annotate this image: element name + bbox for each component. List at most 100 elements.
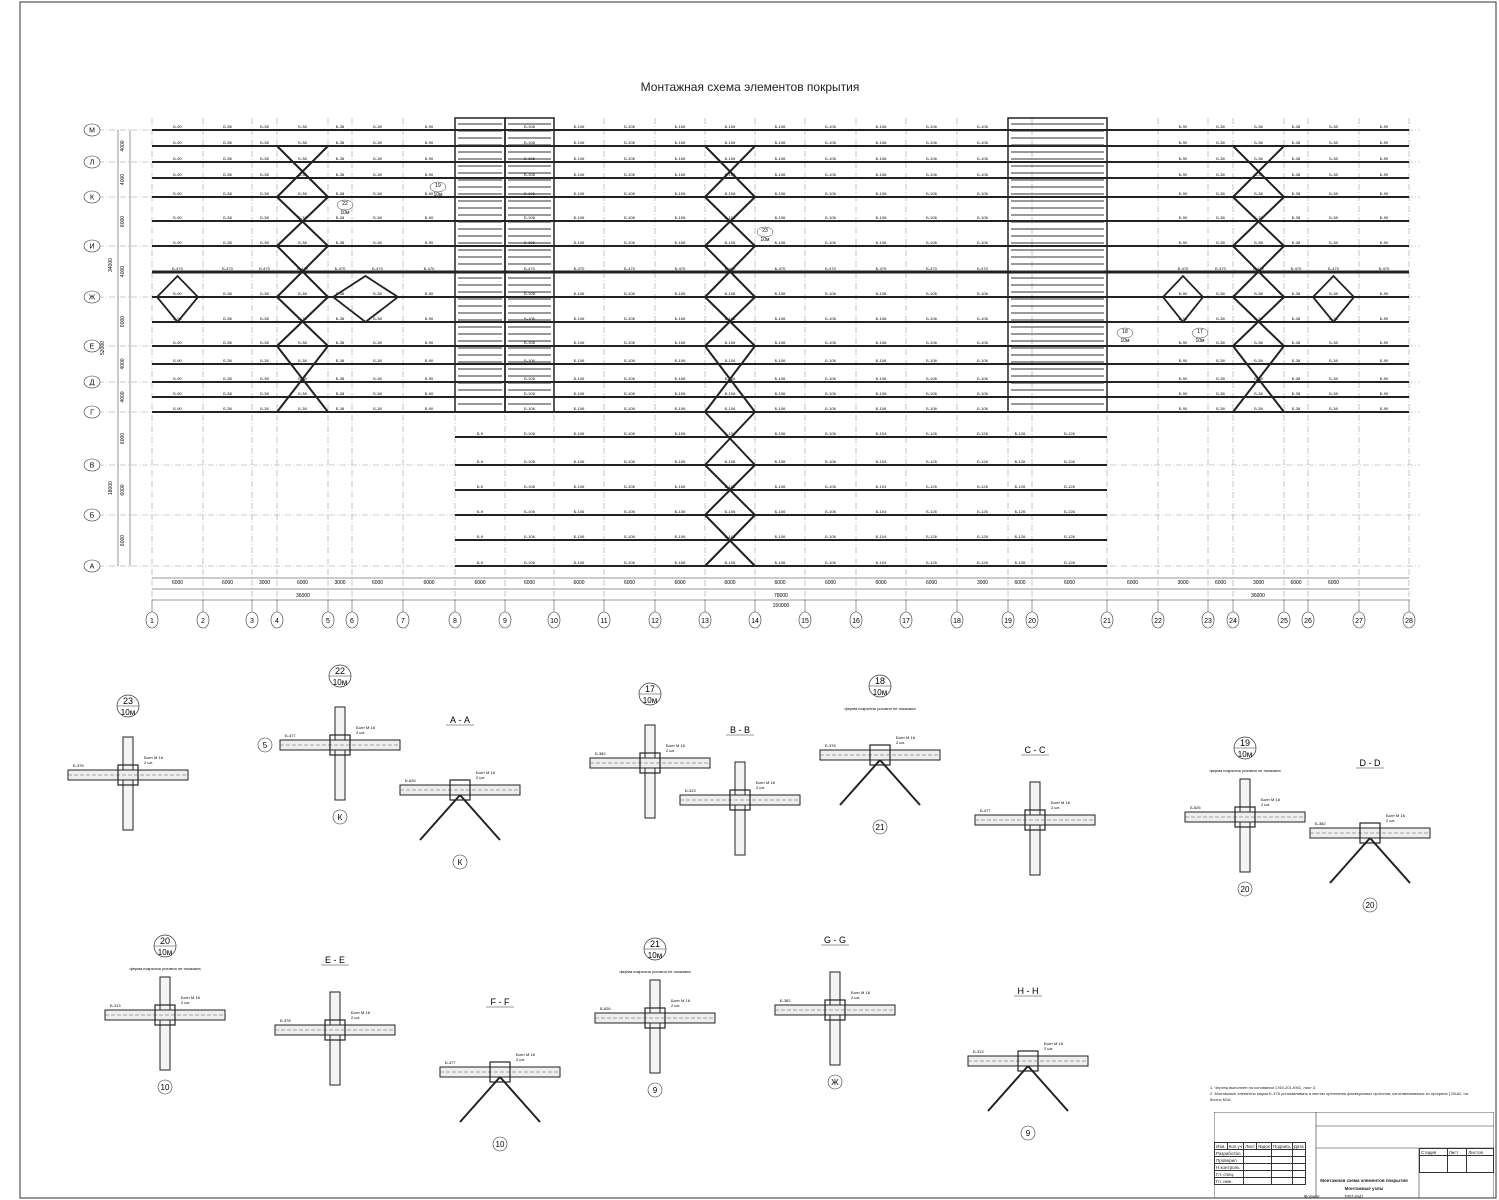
sheet-frame [19, 1, 1497, 1199]
purlin-label: Б-470 [775, 266, 786, 271]
column-member [1239, 778, 1251, 873]
axis-label-row: И [89, 244, 94, 251]
purlin-label: Б-470 [1253, 266, 1264, 271]
detail-scale: 10м [121, 708, 135, 717]
purlin-label: Б-90 [1179, 376, 1188, 381]
column-member [1029, 781, 1041, 876]
purlin-label: Б-106 [876, 340, 887, 345]
detail-label: Б-378 [825, 743, 836, 748]
purlin-label: Б-38 [373, 391, 382, 396]
row-dimension: 6000 [120, 433, 126, 444]
purlin-label: Б-106 [876, 391, 887, 396]
row-dimension: 6000 [120, 216, 126, 227]
purlin-label: Б-90 [173, 340, 182, 345]
purlin-label: Б-38 [373, 124, 382, 129]
purlin-label: Б-106 [574, 376, 585, 381]
purlin-label: Б-126 [926, 509, 937, 514]
purlin-label: Б-106 [977, 316, 988, 321]
purlin-label: Б-106 [624, 509, 635, 514]
purlin-label: Б-106 [624, 459, 635, 464]
purlin-label: Б-106 [574, 172, 585, 177]
purlin-label: Б-126 [926, 560, 937, 565]
purlin-label: Б-470 [172, 266, 183, 271]
purlin-label: Б-106 [876, 140, 887, 145]
purlin-label: Б-106 [775, 191, 786, 196]
purlin-label: Б-106 [775, 124, 786, 129]
detail-callout-unit: 10м [1121, 338, 1131, 344]
section-title: Е - Е [325, 955, 345, 965]
purlin-label: Б-470 [424, 266, 435, 271]
gusset-plate [1024, 809, 1046, 831]
purlin-label: Б-106 [624, 316, 635, 321]
axis-label-column: 28 [1405, 618, 1413, 625]
purlin-label: Б-38 [1216, 358, 1225, 363]
purlin-label: Б-38 [373, 172, 382, 177]
purlin-label: Б-106 [825, 316, 836, 321]
purlin-label: Б-38 [373, 215, 382, 220]
purlin-label: Б-38 [223, 358, 232, 363]
purlin-label: Б-38 [260, 316, 269, 321]
gusset-plate [1234, 806, 1256, 828]
title-block: Изм. Кол.уч Лист №док Подпись Дата Разра… [1213, 1112, 1494, 1199]
detail-label: Болт М 16 [1044, 1041, 1064, 1046]
cross-brace [704, 145, 756, 198]
purlin-label: Б-106 [977, 156, 988, 161]
detail-callout-unit: 10м [1196, 338, 1206, 344]
diamond-brace [331, 274, 400, 324]
axis-label-row: А [90, 564, 95, 571]
purlin-label: Б-126 [926, 534, 937, 539]
tb-format-value: 1051х841 [1344, 1194, 1364, 1199]
purlin-label: Б-106 [825, 215, 836, 220]
purlin-label: Б-106 [675, 391, 686, 396]
purlin-label: Б-106 [775, 358, 786, 363]
purlin-label: Б-126 [977, 560, 988, 565]
purlin-label: Б-106 [624, 291, 635, 296]
axis-bubble [1020, 1125, 1036, 1141]
purlin-label: Б-106 [825, 560, 836, 565]
column-member [329, 991, 341, 1086]
purlin-label: Б-106 [675, 560, 686, 565]
purlin-label: Б-90 [1179, 316, 1188, 321]
axis-label-column: 26 [1304, 618, 1312, 625]
purlin-label: Б-106 [977, 358, 988, 363]
span-dimension: 6000 [926, 580, 937, 586]
purlin-label: Б-106 [574, 191, 585, 196]
purlin-label: Б-90 [425, 156, 434, 161]
purlin-label: Б-106 [977, 391, 988, 396]
purlin-label: Б-106 [574, 291, 585, 296]
purlin-label: Б-90 [425, 406, 434, 411]
purlin-label: Б-106 [524, 459, 535, 464]
purlin-label: Б-38 [1216, 291, 1225, 296]
purlin-label: Б-90 [1380, 316, 1389, 321]
purlin-label: Б-106 [775, 140, 786, 145]
purlin-label: Б-38 [1216, 340, 1225, 345]
purlin-label: Б-106 [675, 484, 686, 489]
purlin-label: Б-90 [425, 172, 434, 177]
purlin-label: Б-38 [336, 376, 345, 381]
axis-label-row: В [90, 463, 95, 470]
gusset-plate [644, 1007, 666, 1029]
axis-bubble [83, 375, 101, 389]
purlin-label: Б-106 [524, 172, 535, 177]
cross-brace [276, 245, 329, 298]
detail-number: 18 [875, 676, 885, 686]
purlin-label: Б-126 [1015, 560, 1026, 565]
detail-number: 17 [645, 684, 655, 694]
purlin-label: Б-90 [1380, 156, 1389, 161]
cross-brace [704, 464, 756, 516]
span-dimension: 6000 [774, 580, 785, 586]
purlin-label: Б-470 [297, 266, 308, 271]
purlin-label: Б-106 [624, 172, 635, 177]
purlin-label: Б-106 [876, 191, 887, 196]
purlin-label: Б-38 [260, 156, 269, 161]
ladder-bay [1007, 117, 1108, 413]
detail-label: Болт М 16 [144, 755, 164, 760]
purlin-label: Б-106 [624, 376, 635, 381]
purlin-label: Б-38 [260, 358, 269, 363]
purlin-label: Б-38 [1329, 316, 1338, 321]
purlin-label: Б-106 [775, 459, 786, 464]
purlin-label: Б-38 [373, 140, 382, 145]
gusset-plate [639, 752, 661, 774]
